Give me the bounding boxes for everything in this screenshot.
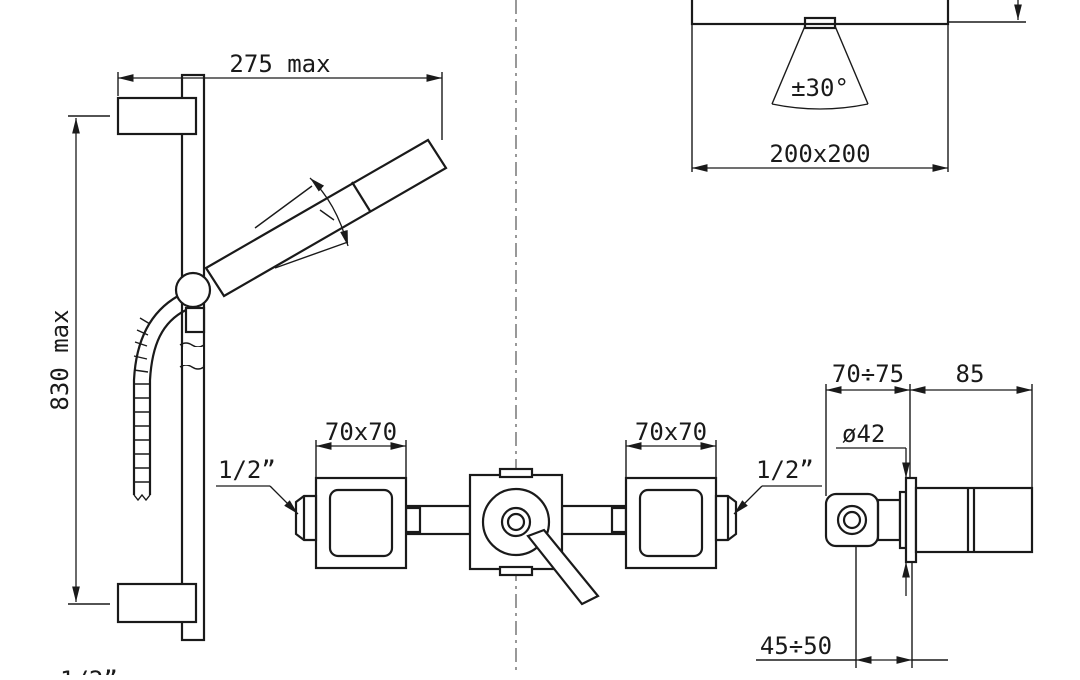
spout-body-nut (824, 492, 880, 548)
hose-ribs (133, 317, 151, 483)
wall-flange (904, 476, 918, 564)
bottom-wall-bracket (116, 582, 198, 624)
rail-break-marks (179, 342, 205, 370)
wall-depth-label: 45÷50 (760, 632, 832, 660)
arm-reach-label: 275 max (229, 50, 330, 78)
head-size-label: 200x200 (769, 140, 870, 168)
rail-height-label: 830 max (46, 309, 74, 410)
flange-depth-label: 70÷75 (832, 360, 904, 388)
left-inlet-leader (269, 485, 299, 515)
right-inlet-label: 1/2” (756, 456, 814, 484)
right-valve-inner (638, 488, 704, 558)
tilt-angle-label: ±30° (791, 74, 849, 102)
spout-side-view: 70÷75 85 ø42 45÷50 (756, 360, 1034, 668)
overhead-shower-head: ±30° 200x200 (690, 0, 1026, 172)
bottom-inlet-label: 1/2” (60, 666, 118, 675)
hand-shower (204, 138, 448, 298)
left-valve-inner (328, 488, 394, 558)
hose-end (133, 493, 151, 502)
right-inlet-fitting (714, 494, 738, 542)
hose-inner (148, 309, 187, 495)
mixer-rosette (481, 487, 551, 557)
ball-joint (174, 271, 212, 309)
spout-length-label: 85 (956, 360, 985, 388)
top-wall-bracket (116, 96, 198, 136)
left-valve-size-label: 70x70 (325, 418, 397, 446)
right-valve-size-label: 70x70 (635, 418, 707, 446)
shower-rail-assembly: 830 max 275 max 1/2” (46, 50, 448, 680)
hand-shower-angle-mark (254, 177, 349, 269)
shower-head-body (690, 0, 950, 26)
body-diameter-label: ø42 (842, 420, 885, 448)
mixer-lever (526, 528, 600, 606)
left-inlet-label: 1/2” (218, 456, 276, 484)
tilt-arc (771, 103, 869, 110)
left-inlet-fitting (294, 494, 318, 542)
slider-holder (184, 306, 206, 334)
right-inlet-leader (733, 485, 763, 515)
hose-outer (132, 295, 179, 495)
mixer-valve-assembly: 70x70 70x70 1/2” 1/2” (216, 418, 822, 606)
